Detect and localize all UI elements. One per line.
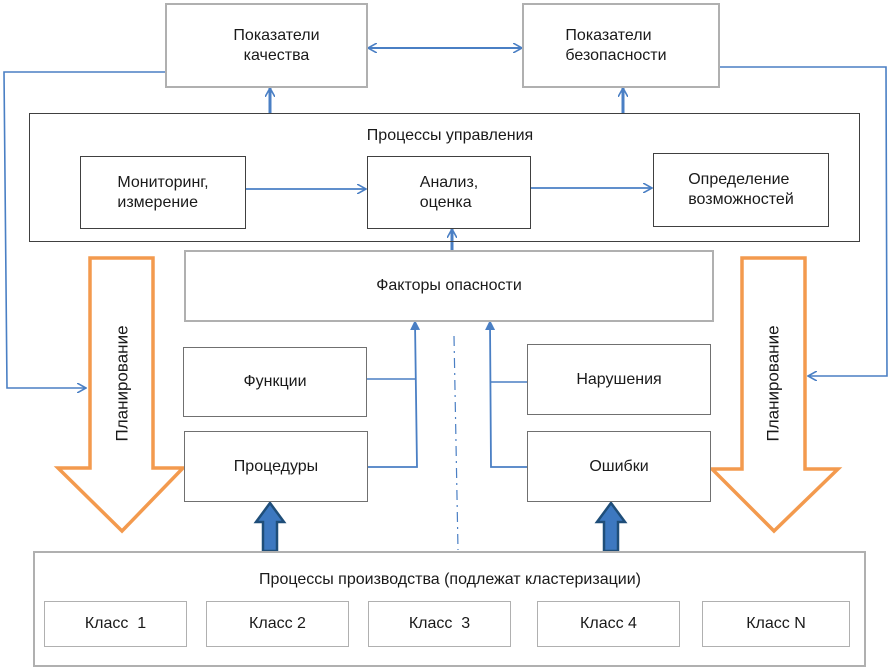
class-box: Класс N [702,601,850,647]
class-box: Класс 4 [537,601,680,647]
monitoring-label-1: Мониторинг, [117,173,209,191]
quality-indicators-label-2: качества [243,46,310,64]
capabilities-box: Определение возможностей [653,153,829,227]
analysis-label-1: Анализ, [419,173,479,191]
capabilities-label-2: возможностей [688,191,794,208]
errors-to-hazards-arrow [485,320,527,468]
planning-label-left: Планирование [112,325,132,442]
management-processes-box [29,113,860,242]
class-label: Класс 1 [84,615,147,632]
class-label: Класс 2 [249,615,306,632]
procedures-to-hazards-arrow [367,320,421,468]
class-label: Класс 4 [580,615,637,632]
procedures-box: Процедуры [184,431,368,502]
class-label: Класс N [746,615,806,632]
errors-box: Ошибки [527,431,711,502]
safety-indicators-box: Показатели безопасности [522,3,720,88]
production-to-errors-arrow [594,500,628,553]
production-processes-box [33,551,866,667]
quality-indicators-label-1: Показатели [233,26,320,44]
analysis-box: Анализ, оценка [367,156,531,229]
monitoring-box: Мониторинг, измерение [80,156,246,229]
procedures-label: Процедуры [233,457,319,475]
hazard-factors-label: Факторы опасности [376,277,522,294]
quality-indicators-box: Показатели качества [165,3,368,88]
violations-box: Нарушения [527,344,711,415]
capabilities-label-1: Определение [688,171,790,188]
planning-label-right: Планирование [763,325,783,442]
errors-label: Ошибки [589,457,649,475]
functions-box: Функции [183,347,367,417]
safety-indicators-label-1: Показатели [565,26,652,44]
class-box: Класс 3 [368,601,511,647]
functions-label: Функции [243,373,307,390]
management-processes-title: Процессы управления [366,127,534,144]
class-box: Класс 1 [44,601,187,647]
class-label: Класс 3 [408,615,471,632]
divider-line [453,335,459,551]
class-box: Класс 2 [206,601,349,647]
production-to-procedures-arrow [253,500,287,553]
analysis-label-2: оценка [419,193,472,211]
violations-label: Нарушения [576,370,662,388]
safety-indicators-label-2: безопасности [565,46,667,64]
monitoring-label-2: измерение [117,193,199,211]
hazard-factors-box: Факторы опасности [184,250,714,322]
production-processes-title: Процессы производства (подлежат кластери… [259,571,641,588]
